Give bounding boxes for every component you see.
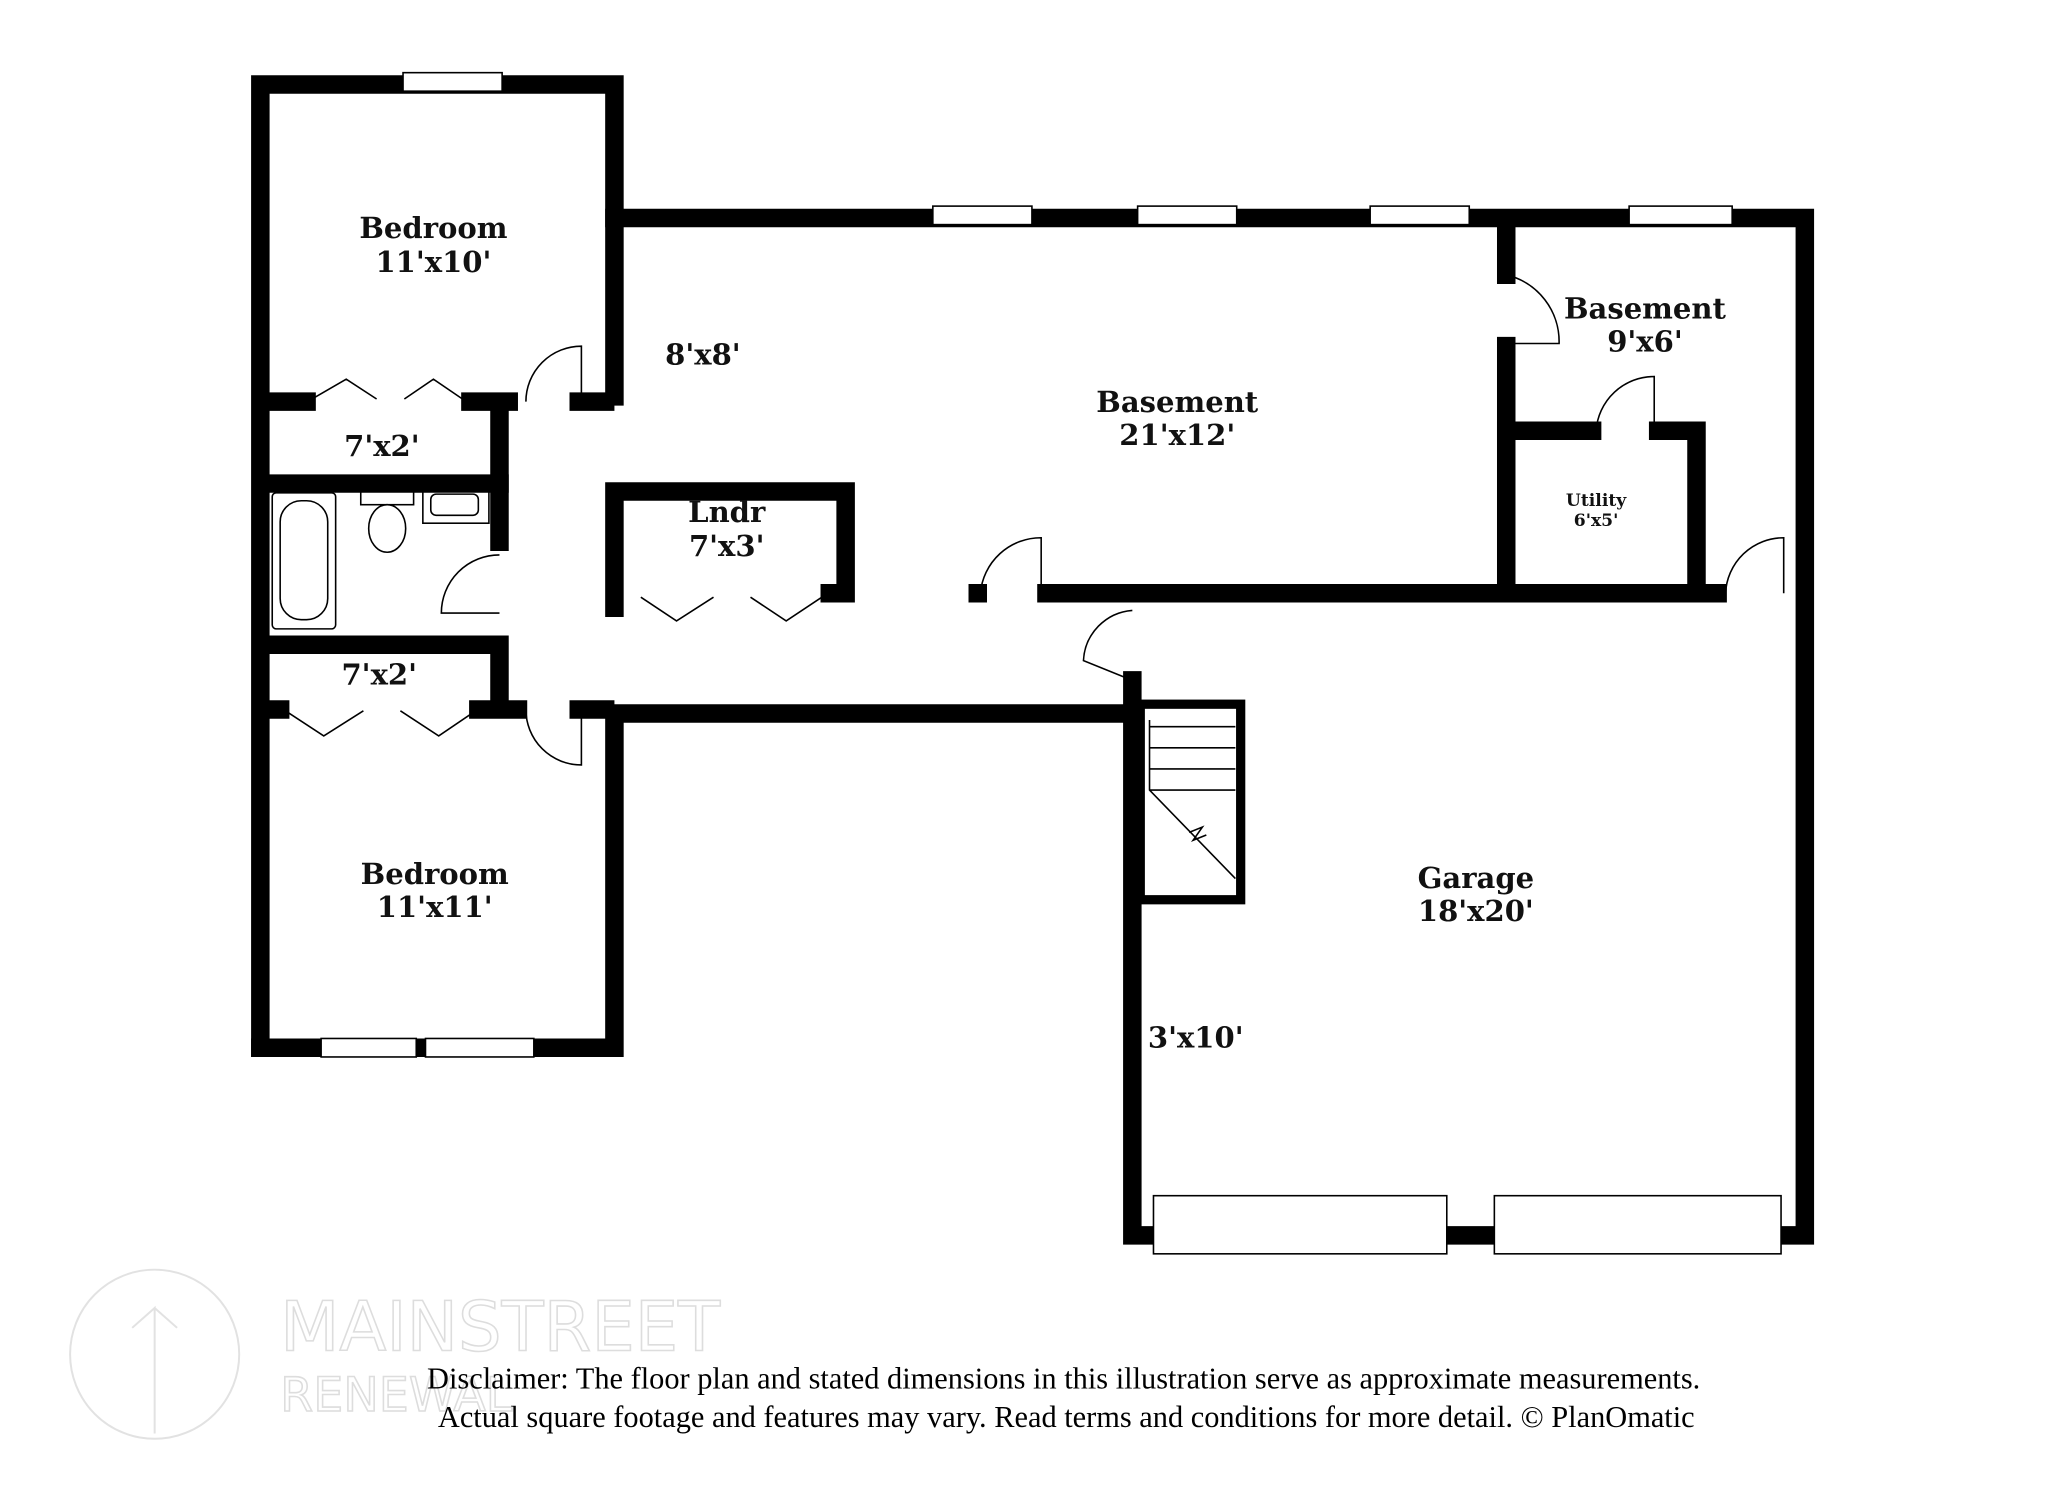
garage-door-left	[1152, 1194, 1448, 1255]
stair-treads	[1148, 720, 1236, 880]
room-name: Bedroom	[361, 857, 509, 891]
doors[interactable]	[285, 274, 1785, 766]
watermark-line1: MAINSTREET	[280, 1287, 721, 1367]
windows	[320, 71, 1782, 1255]
room-name: Garage	[1418, 861, 1535, 895]
mainstreet-logo-watermark: MAINSTREET RENEWAL	[69, 1268, 722, 1440]
room-size: 7'x2'	[341, 657, 417, 691]
room-size: 3'x10'	[1148, 1021, 1244, 1055]
bathroom-fixtures	[271, 488, 490, 630]
disclaimer-line2: Actual square footage and features may v…	[438, 1400, 1695, 1434]
room-size: 8'x8'	[665, 338, 741, 372]
room-name: Utility	[1566, 491, 1627, 511]
room-size: 21'x12'	[1119, 418, 1235, 452]
room-size: 11'x11'	[377, 890, 493, 924]
garage-door-right	[1493, 1194, 1782, 1255]
room-size: 11'x10'	[375, 245, 491, 279]
room-name: Basement	[1564, 291, 1727, 325]
room-size: 6'x5'	[1574, 511, 1619, 531]
room-name: Bedroom	[359, 211, 507, 245]
room-size: 18'x20'	[1418, 894, 1534, 928]
stairs	[1135, 699, 1246, 905]
room-size: 7'x2'	[344, 429, 420, 463]
disclaimer-line1: Disclaimer: The floor plan and stated di…	[427, 1362, 1700, 1396]
room-name: Lndr	[688, 495, 766, 529]
watermark-line2: RENEWAL	[280, 1368, 513, 1423]
room-labels: Bedroom 11'x10' 7'x2' 7'x2' Bedroom 11'x…	[341, 211, 1726, 1055]
walls	[251, 75, 1815, 1245]
room-size: 7'x3'	[689, 529, 765, 563]
room-size: 9'x6'	[1607, 324, 1683, 358]
room-name: Basement	[1096, 385, 1259, 419]
